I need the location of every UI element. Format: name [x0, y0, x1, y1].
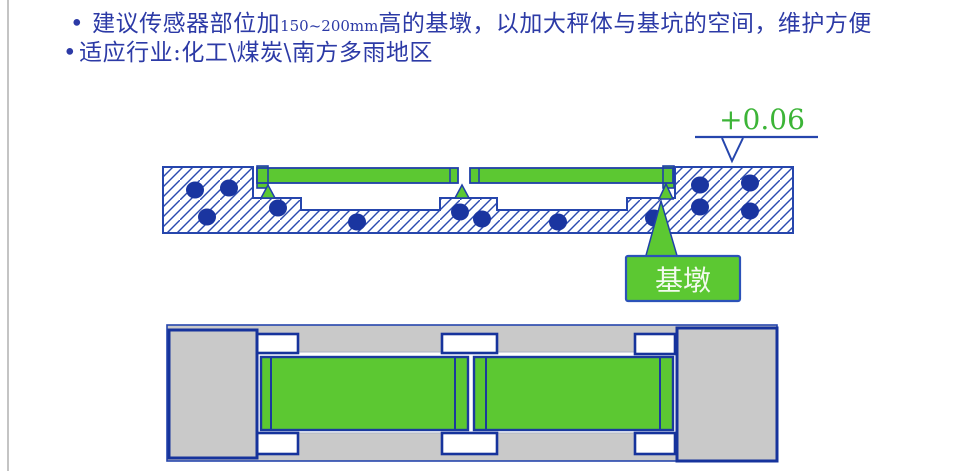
- line1-dimension: 150~200mm: [280, 17, 379, 35]
- rebar-dot: [348, 213, 366, 231]
- pier-callout: 基墩: [624, 198, 742, 303]
- plan-deck-rect: [259, 355, 470, 432]
- plan-view: [166, 324, 779, 463]
- bullet-line-1: • 建议传感器部位加150~200mm高的基墩，以加大秤体与基坑的空间，维护方便: [70, 4, 872, 38]
- rebar-dot: [473, 210, 491, 228]
- elevation-arrow-icon: [721, 137, 744, 164]
- load-cell-triangle-left: [259, 183, 277, 199]
- rebar-dot: [549, 213, 567, 231]
- rebar-dot: [451, 203, 469, 221]
- weighbridge-deck-section-2: [469, 165, 675, 189]
- deck-bar: [256, 167, 459, 184]
- elevation-label: +0.06: [719, 103, 805, 136]
- rebar-dot: [741, 202, 759, 220]
- rebar-dot: [269, 199, 287, 217]
- deck-bar: [469, 167, 674, 184]
- weighbridge-deck-section-1: [256, 165, 459, 189]
- line1-suffix: 高的基墩，以加大秤体与基坑的空间，维护方便: [378, 11, 872, 37]
- plan-pier-notch-top-right: [633, 332, 677, 356]
- rebar-dots: [186, 174, 759, 231]
- line2-text: 适应行业:化工\煤炭\南方多雨地区: [79, 40, 433, 66]
- foundation-hatching: [162, 166, 794, 234]
- plan-deck-rect: [472, 355, 675, 432]
- plan-end-block-left: [167, 328, 259, 460]
- load-cell-triangle-right: [657, 182, 675, 200]
- rebar-dot: [220, 179, 238, 197]
- pier-label: 基墩: [655, 264, 711, 297]
- bullet-icon: •: [70, 11, 85, 37]
- plan-pier-notch-bottom-middle: [440, 431, 499, 456]
- rebar-dot: [198, 208, 216, 226]
- cross-section-view: +0.06 基墩: [162, 103, 818, 303]
- line1-prefix: 建议传感器部位加: [92, 11, 281, 37]
- load-cell-triangle-middle: [453, 183, 471, 199]
- plan-deck-module-2: [472, 355, 675, 432]
- plan-pier-notch-top-left: [255, 332, 300, 355]
- rebar-dot: [691, 198, 709, 216]
- rebar-dot: [741, 174, 759, 192]
- rebar-dot: [691, 176, 709, 194]
- plan-end-block-right: [675, 326, 779, 463]
- slide-left-edge-line: [7, 0, 9, 471]
- plan-pier-notch-bottom-left: [255, 431, 300, 456]
- plan-pier-notch-top-middle: [440, 332, 499, 355]
- plan-deck-module-1: [259, 355, 470, 432]
- pier-callout-box: [624, 254, 742, 303]
- bullet-line-2: •适应行业:化工\煤炭\南方多雨地区: [63, 33, 433, 67]
- plan-pier-notches: [255, 332, 677, 456]
- rebar-dot: [186, 181, 204, 199]
- plan-pier-notch-bottom-right: [633, 431, 677, 456]
- elevation-marker: +0.06: [695, 103, 818, 164]
- bullet-icon: •: [63, 40, 78, 66]
